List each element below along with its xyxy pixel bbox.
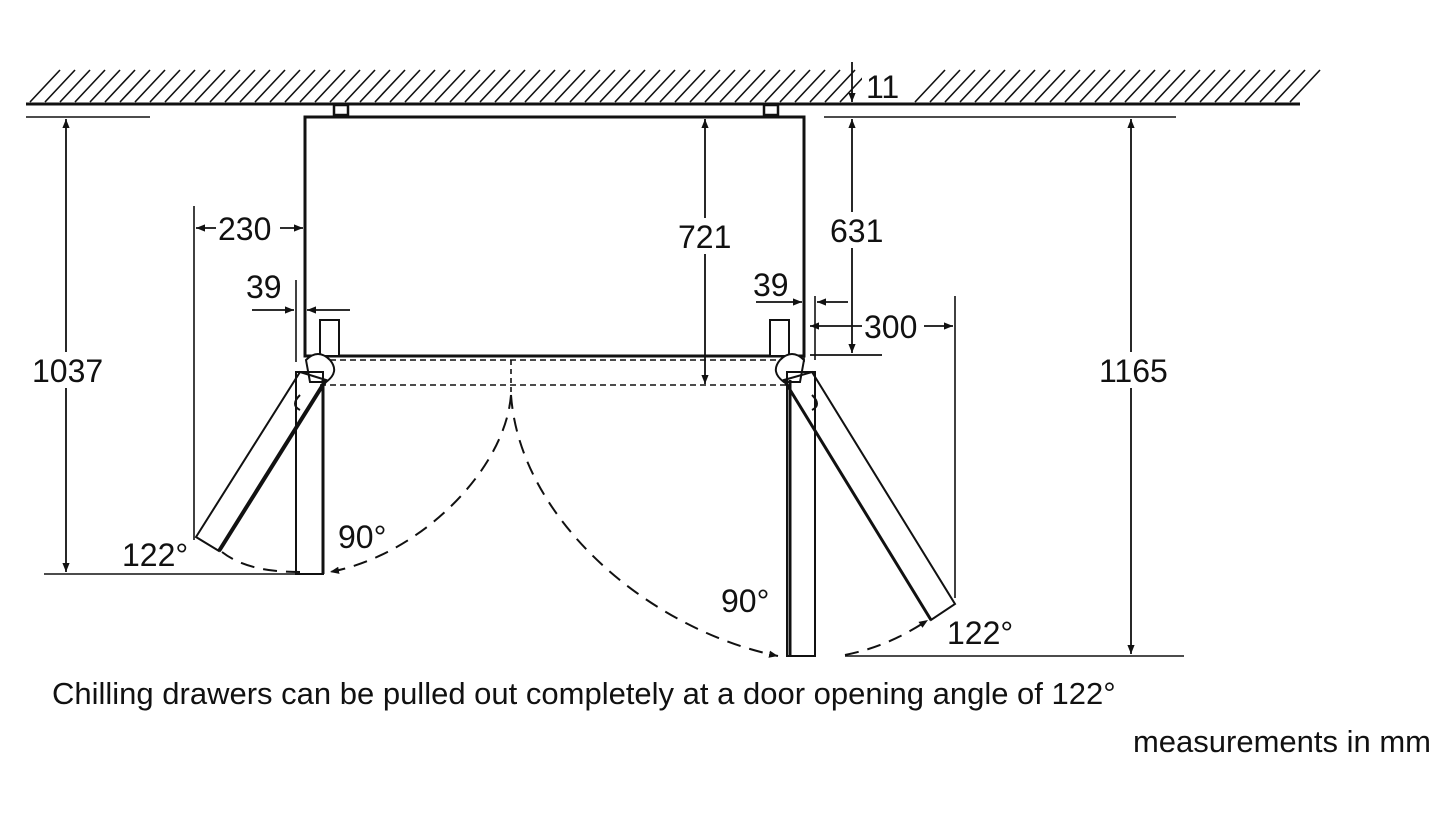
angle-left-90: 90° bbox=[338, 519, 386, 555]
angle-labels: 122° 90° 90° 122° bbox=[122, 519, 1013, 651]
dim-left-total-depth: 1037 bbox=[32, 353, 103, 389]
units-note: measurements in mm bbox=[1132, 724, 1431, 759]
angle-right-90: 90° bbox=[721, 583, 769, 619]
reference-lines bbox=[26, 116, 1184, 657]
dim-cabinet-depth: 721 bbox=[678, 219, 731, 255]
left-door bbox=[194, 319, 340, 575]
right-door bbox=[769, 319, 957, 657]
dimension-lines bbox=[62, 62, 1135, 654]
fridge-cabinet bbox=[303, 103, 806, 395]
dim-right-cabinet-depth: 631 bbox=[830, 213, 883, 249]
dim-right-side-clearance: 300 bbox=[864, 309, 917, 345]
dim-right-total-depth: 1165 bbox=[1099, 353, 1168, 389]
angle-right-max: 122° bbox=[947, 615, 1013, 651]
swing-arcs bbox=[221, 394, 929, 658]
dim-left-side-clearance: 230 bbox=[218, 211, 271, 247]
wall-hatching bbox=[29, 69, 1321, 103]
dimension-labels: 11 1037 230 39 721 631 39 300 1165 bbox=[30, 68, 1176, 389]
dim-left-hinge-offset: 39 bbox=[246, 269, 282, 305]
wall bbox=[26, 69, 1321, 106]
diagram-caption: Chilling drawers can be pulled out compl… bbox=[52, 676, 1116, 711]
dim-wall-gap: 11 bbox=[866, 69, 899, 105]
dim-right-hinge-offset: 39 bbox=[753, 267, 789, 303]
angle-left-max: 122° bbox=[122, 537, 188, 573]
